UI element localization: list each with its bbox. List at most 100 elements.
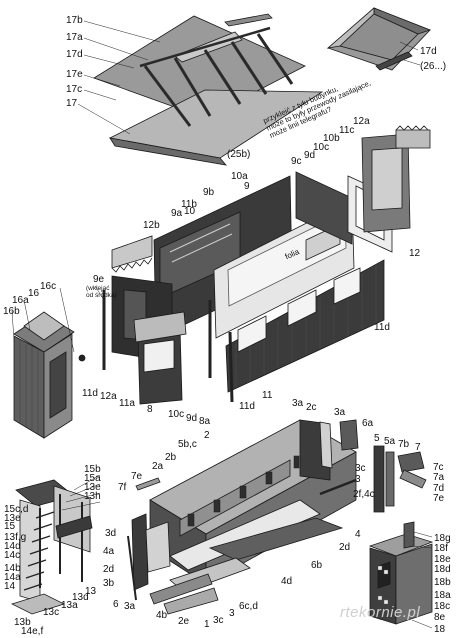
part-label-6c-d: 6c,d (239, 601, 258, 612)
part-label-17d: 17d (66, 49, 83, 60)
part-label-18a: 18a (434, 590, 451, 601)
part-label-3a-r: 3a (334, 407, 346, 418)
base-assembly (127, 419, 359, 615)
part-label-2d-l: 2d (103, 564, 115, 575)
chimney-model (368, 521, 434, 625)
part-label-17a: 17a (66, 32, 83, 43)
part-label-13h: 13h (84, 491, 101, 502)
part-label-13: 13 (85, 586, 97, 597)
part-label-4a: 4a (103, 546, 115, 557)
part-label-7f: 7f (118, 482, 127, 493)
part-label-4b: 4b (156, 610, 168, 621)
part-label-18g: 18g (434, 533, 451, 544)
wklejac-note: (wklejać od środka) (86, 285, 117, 299)
part-label-17: 17 (66, 98, 78, 109)
part-label-12: 12 (409, 248, 421, 259)
part-label-8e: 8e (434, 612, 446, 623)
part-label-3c-b: 3c (213, 615, 224, 626)
part-label-17b: 17b (66, 15, 83, 26)
part-label-2c: 2c (306, 402, 317, 413)
part-label-12b: 12b (143, 220, 160, 231)
part-label-16: 16 (28, 288, 40, 299)
part-label-13e-l: 13e (4, 513, 21, 524)
part-label-16c: 16c (40, 281, 57, 292)
part-label-15a: 15a (84, 473, 101, 484)
part-label-16b: 16b (3, 306, 20, 317)
part-label-6b: 6b (311, 560, 323, 571)
part-label-2f-4c: 2f,4c (353, 489, 375, 500)
part-label-11c: 11c (339, 125, 355, 136)
part-label-8a: 8a (199, 416, 211, 427)
part-label-5b-c: 5b,c (178, 439, 197, 450)
part-label-26: (26...) (420, 61, 447, 72)
part-label-2b: 2b (165, 452, 177, 463)
part-label-18: 18 (434, 624, 446, 635)
part-label-8: 8 (147, 404, 153, 415)
part-label-2e: 2e (178, 616, 190, 627)
part-label-3d: 3d (105, 528, 117, 539)
part-label-25b: (25b) (227, 149, 251, 160)
part-label-9c: 9c (291, 156, 302, 167)
part-label-16a: 16a (12, 295, 29, 306)
part-label-2a: 2a (152, 461, 164, 472)
part-label-3b: 3b (103, 578, 115, 589)
part-label-7: 7 (415, 442, 421, 453)
part-label-13b: 13b (14, 617, 31, 628)
part-label-6a: 6a (362, 418, 374, 429)
part-label-14: 14 (4, 581, 16, 592)
part-label-7e: 7e (131, 471, 143, 482)
wall-assembly (102, 125, 431, 405)
part-label-13a: 13a (61, 600, 78, 611)
part-label-7e-r: 7e (433, 493, 445, 504)
part-label-10b: 10b (323, 133, 340, 144)
part-label-14ef: 14e,f (21, 626, 44, 637)
part-label-2d: 2d (339, 542, 351, 553)
part-label-12a-b: 12a (100, 391, 117, 402)
part-label-14a: 14a (4, 572, 21, 583)
part-label-14c: 14c (4, 550, 21, 561)
part-label-10c: 10c (313, 142, 330, 153)
part-label-1: 1 (204, 619, 210, 630)
part-label-13c: 13c (43, 607, 60, 618)
part-label-18c: 18c (434, 601, 451, 612)
part-label-10a: 10a (231, 171, 248, 182)
part-label-7b: 7b (398, 439, 410, 450)
part-label-3-b: 3 (229, 608, 235, 619)
part-label-5a: 5a (384, 436, 396, 447)
part-label-11b: 11b (181, 199, 197, 210)
part-label-3a: 3a (292, 398, 304, 409)
part-label-12a: 12a (353, 116, 370, 127)
part-label-15: 15 (4, 521, 16, 532)
part-label-3: 3 (355, 474, 361, 485)
part-label-5: 5 (374, 433, 380, 444)
part-label-9d: 9d (304, 150, 316, 161)
part-label-15cd: 15c,d (4, 504, 29, 515)
part-label-17d-r: 17d (420, 46, 437, 57)
part-label-4: 4 (355, 529, 361, 540)
part-label-9e: 9e (93, 274, 105, 285)
part-label-9d-b: 9d (186, 413, 198, 424)
part-label-9a: 9a (171, 208, 183, 219)
part-label-11: 11 (262, 390, 273, 401)
part-label-7d: 7d (433, 483, 445, 494)
part-label-11d-c: 11d (239, 401, 255, 412)
window-parts (373, 445, 427, 513)
part-label-13e: 13e (84, 482, 101, 493)
part-label-10c-b: 10c (168, 409, 185, 420)
part-label-2: 2 (204, 430, 210, 441)
leader-lines (11, 20, 433, 629)
part-label-6: 6 (113, 599, 119, 610)
part-label-17c: 17c (66, 84, 83, 95)
part-label-13fg: 13f,g (4, 532, 27, 543)
part-label-3a-b: 3a (124, 601, 136, 612)
part-label-13d: 13d (72, 592, 89, 603)
tower-roof (326, 7, 432, 71)
roof-assembly (93, 13, 324, 166)
part-label-7a: 7a (433, 472, 445, 483)
part-label-11d: 11d (374, 322, 390, 333)
part-label-11a: 11a (119, 398, 135, 409)
outhouse-model (13, 311, 86, 439)
part-label-9: 9 (244, 181, 250, 192)
part-label-14d: 14d (4, 541, 21, 552)
